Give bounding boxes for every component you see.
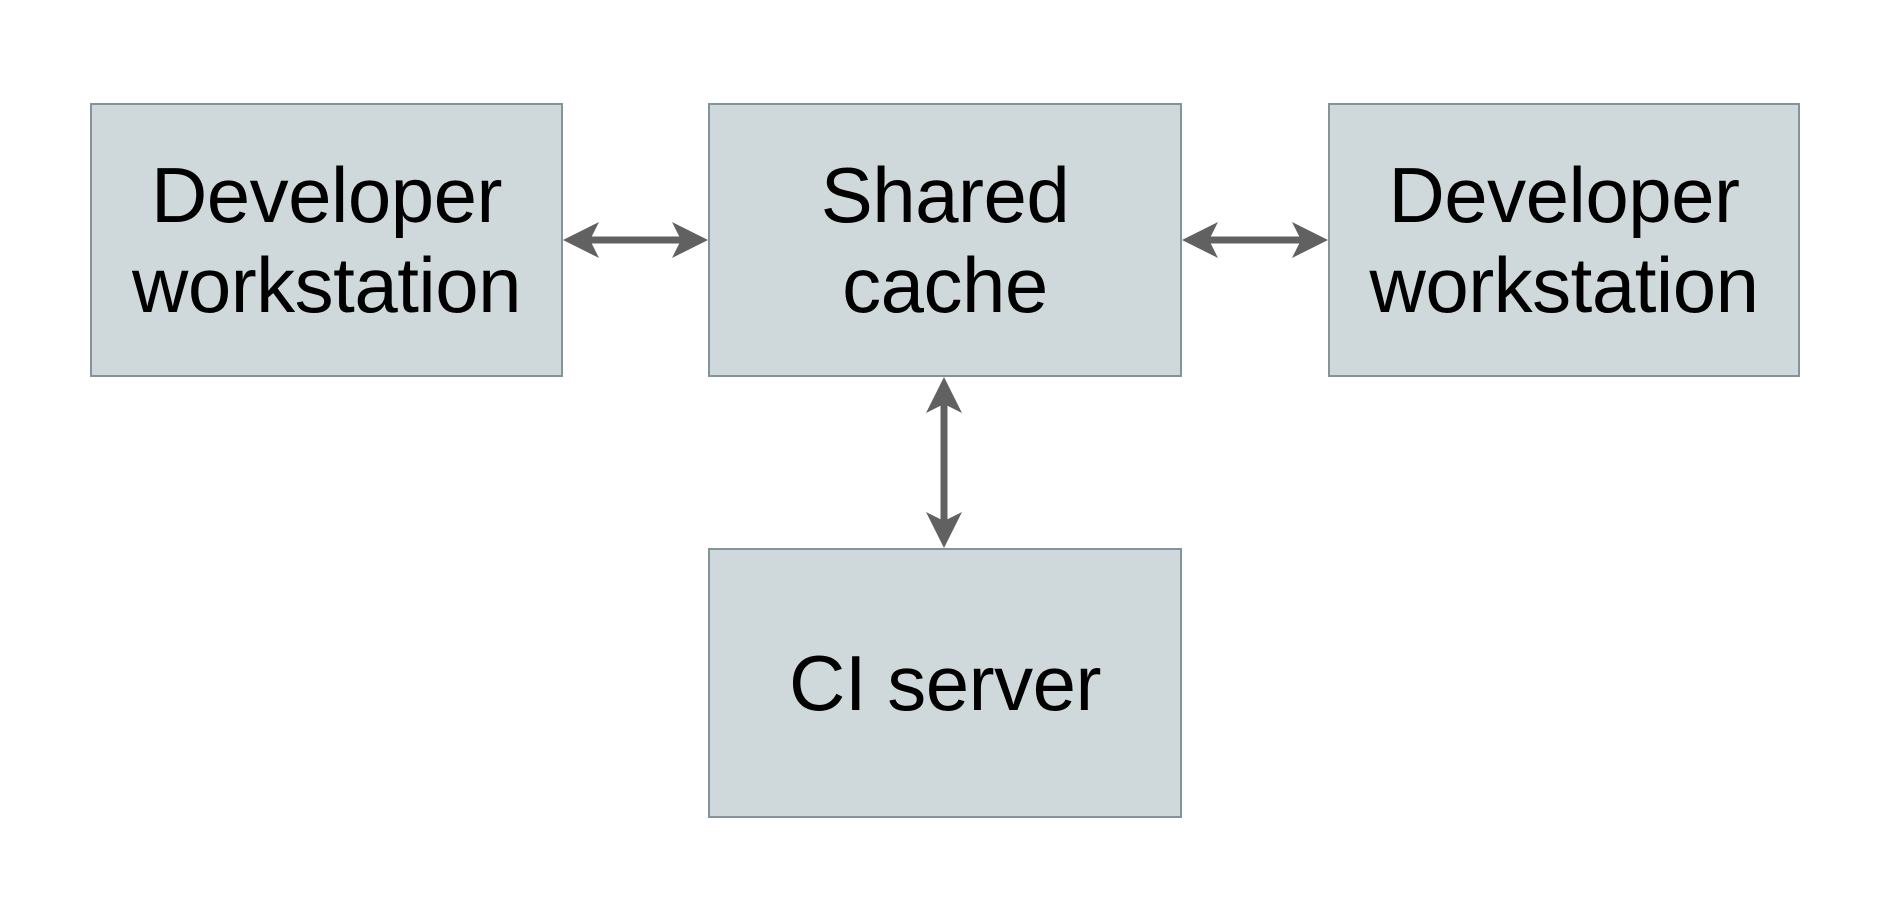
node-label: Developer workstation [1369, 150, 1760, 329]
node-developer-workstation-left: Developer workstation [90, 103, 563, 377]
arrowhead-up-icon [926, 377, 962, 413]
node-shared-cache: Shared cache [708, 103, 1182, 377]
arrowhead-right-icon [1292, 222, 1328, 258]
node-label: Developer workstation [132, 150, 522, 329]
arrowhead-down-icon [926, 512, 962, 548]
bidirectional-arrow-left-workstation-cache [563, 222, 708, 258]
node-label: CI server [789, 638, 1101, 727]
node-label: Shared cache [820, 150, 1070, 329]
arrowhead-left-icon [563, 222, 599, 258]
arrowhead-left-icon [1182, 222, 1218, 258]
node-ci-server: CI server [708, 548, 1182, 818]
bidirectional-arrow-cache-right-workstation [1182, 222, 1328, 258]
arrowhead-right-icon [672, 222, 708, 258]
bidirectional-arrow-cache-ci-server [926, 377, 962, 548]
node-developer-workstation-right: Developer workstation [1328, 103, 1800, 377]
